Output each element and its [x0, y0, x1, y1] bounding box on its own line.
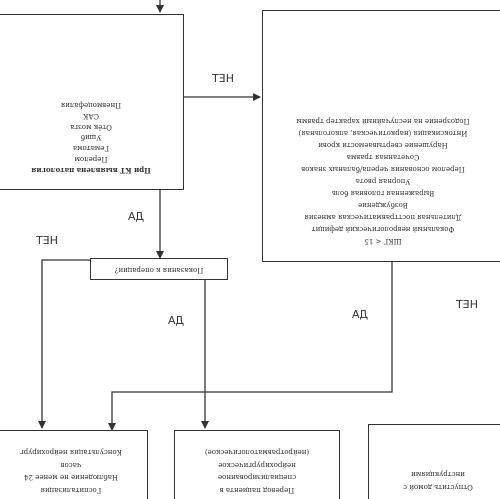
criteria-line: Выраженная головная боль	[331, 188, 435, 197]
ct-findings-box: При КТ выявлена патология Перелом Гемато…	[0, 14, 184, 190]
hospitalization-line: Госпитализация	[40, 486, 102, 494]
edge-label-criteria-yes: ДА	[352, 308, 369, 321]
criteria-line: ШКГ < 15	[364, 237, 402, 245]
ct-item: Ушиб	[80, 133, 102, 142]
criteria-line: Перелом основания черепа/баланых знаков	[301, 164, 465, 173]
transfer-line: нейрохирургическое	[218, 460, 296, 469]
hospitalization-line: Консультация нейрохирург	[20, 448, 122, 457]
ct-item: Перелом	[74, 155, 108, 164]
ct-item: Гематома	[72, 144, 110, 153]
ct-item: Пневмоцефалия	[60, 100, 122, 109]
discharge-home-box: Отпустить домой с инструкциями	[368, 424, 500, 499]
criteria-line: Подозрение на неслучайный характер травм…	[296, 116, 470, 125]
hospitalization-box: Госпитализация Наблюдение не менее 24 ча…	[0, 430, 148, 499]
hospitalization-line: Наблюдение не менее 24	[24, 473, 118, 482]
edge-label-criteria-no: НЕТ	[456, 298, 478, 311]
edge-label-surgery-no: НЕТ	[36, 234, 58, 247]
transfer-box: Перевод пациента в специализированное не…	[174, 430, 340, 499]
arrow-gcs-yes-to-hosp	[108, 262, 393, 431]
criteria-line: Интоксикация (наркотическая, алкогольная…	[298, 128, 468, 137]
ct-item: Отёк мозга	[70, 122, 112, 131]
surgery-indication-text: Показания к операции?	[114, 266, 204, 274]
transfer-line: Перевод пациента в	[219, 486, 295, 494]
edge-label-ct-yes: ДА	[128, 210, 145, 223]
ct-item: САК	[82, 111, 100, 120]
transfer-line: специализированное	[217, 473, 297, 482]
hospitalization-line: часов	[60, 460, 82, 469]
criteria-line: Нарушение свертываемости крови	[318, 140, 448, 149]
criteria-line: Упорная рвота	[355, 176, 411, 185]
transfer-line: (нейротравматологическое)	[204, 448, 310, 457]
arrow-surgery-no-to-hosp	[38, 259, 90, 429]
criteria-line: Фокальный неврологический дефицит	[311, 224, 455, 233]
criteria-line: Длительная посттравматическая амнезия	[304, 212, 462, 221]
discharge-line: инструкциями	[411, 469, 465, 478]
discharge-line: Отпустить домой с	[403, 483, 473, 491]
criteria-line: Возбуждение	[358, 200, 408, 209]
criteria-box: ШКГ < 15 Фокальный неврологический дефиц…	[262, 10, 500, 262]
edge-label-ct-no: НЕТ	[212, 72, 234, 85]
surgery-indication-box: Показания к операции?	[90, 258, 228, 280]
criteria-line: Сочетанная травма	[346, 152, 420, 161]
ct-findings-title: При КТ выявлена патология	[31, 166, 151, 175]
edge-label-surgery-yes: ДА	[168, 314, 185, 327]
